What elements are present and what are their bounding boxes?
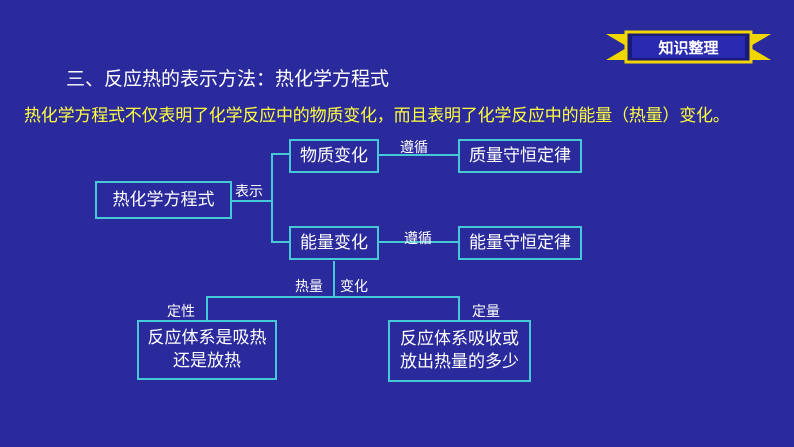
section-heading: 三、反应热的表示方法：热化学方程式 xyxy=(66,68,390,90)
connector xyxy=(271,153,273,242)
qualitative-label: 定性 xyxy=(167,304,195,320)
mass-conservation-box: 质量守恒定律 xyxy=(458,139,582,173)
qualitative-box-line2: 还是放热 xyxy=(173,351,241,371)
badge-frame-icon xyxy=(606,30,771,64)
connector xyxy=(378,241,460,243)
connector xyxy=(271,241,291,243)
quantitative-box-line2: 放出热量的多少 xyxy=(400,352,519,372)
change-label: 变化 xyxy=(340,279,368,295)
heat-label: 热量 xyxy=(295,279,323,295)
connector xyxy=(230,200,272,202)
quantitative-label: 定量 xyxy=(472,304,500,320)
connector xyxy=(458,296,460,320)
energy-conservation-box: 能量守恒定律 xyxy=(458,226,582,260)
qualitative-box-line1: 反应体系是吸热 xyxy=(147,328,267,349)
follows-label-2: 遵循 xyxy=(404,231,432,247)
root-box: 热化学方程式 xyxy=(95,181,232,219)
qualitative-box: 反应体系是吸热 还是放热 xyxy=(137,320,277,380)
connector xyxy=(378,154,460,156)
connector xyxy=(271,153,291,155)
intro-text: 热化学方程式不仅表明了化学反应中的物质变化，而且表明了化学反应中的能量（热量）变… xyxy=(24,106,730,126)
connector xyxy=(206,296,460,298)
knowledge-badge: 知识整理 xyxy=(606,30,771,64)
energy-change-box: 能量变化 xyxy=(289,226,379,260)
badge-label: 知识整理 xyxy=(658,38,719,57)
express-label: 表示 xyxy=(235,184,263,200)
connector xyxy=(206,296,208,320)
material-change-box: 物质变化 xyxy=(289,139,379,173)
quantitative-box: 反应体系吸收或 放出热量的多少 xyxy=(388,320,531,382)
follows-label-1: 遵循 xyxy=(400,140,428,156)
connector xyxy=(333,261,335,297)
quantitative-box-line1: 反应体系吸收或 xyxy=(400,329,519,350)
